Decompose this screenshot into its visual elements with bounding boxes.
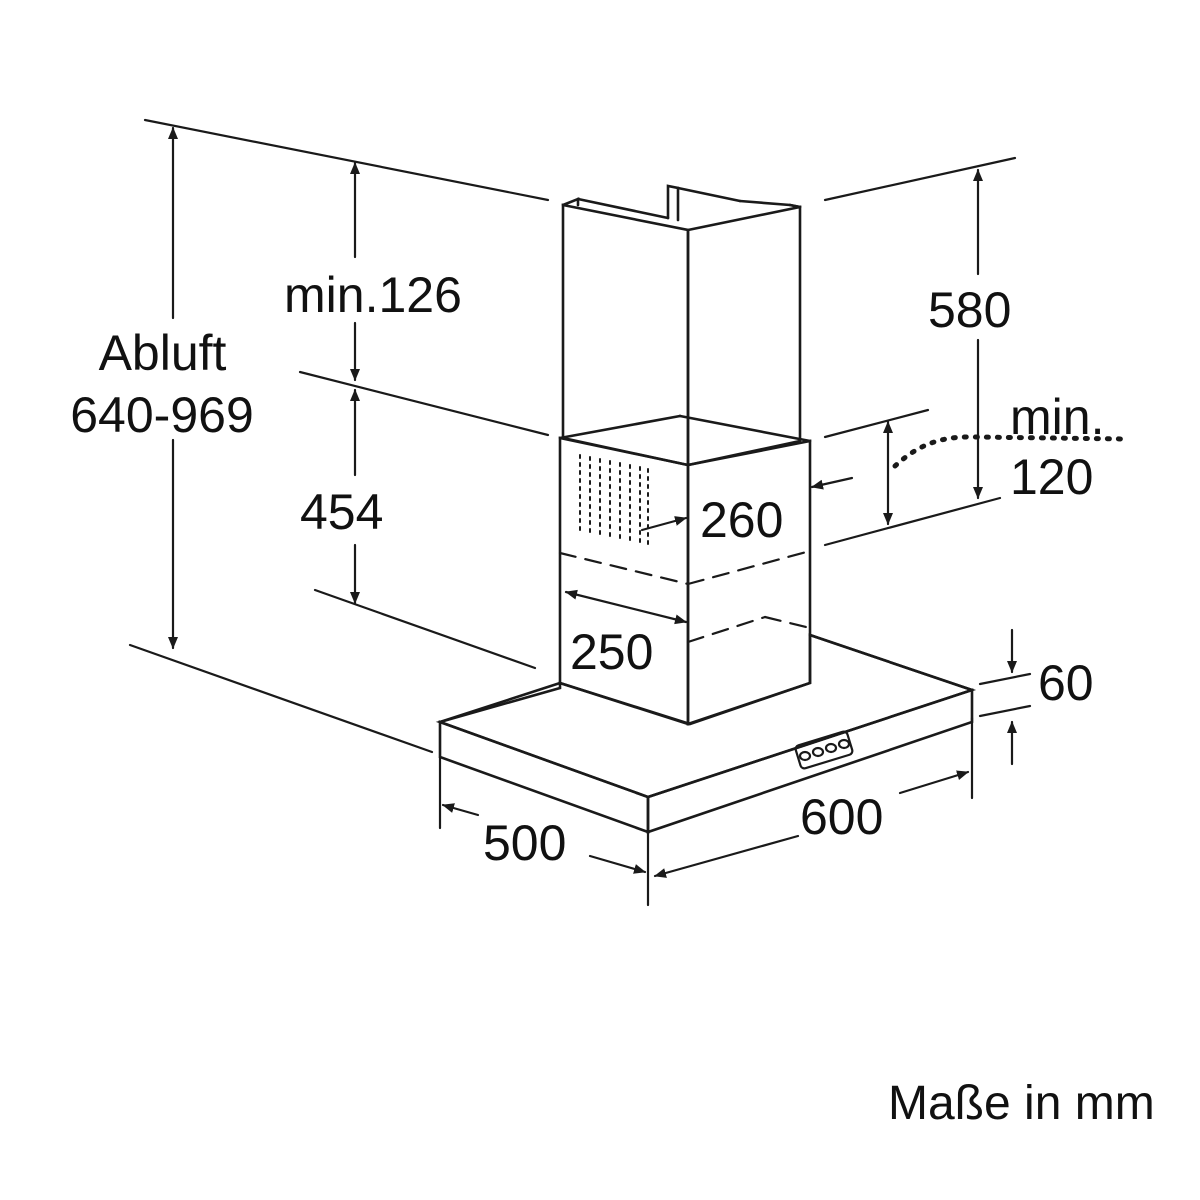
lower-chimney-height-label: 454 [300, 484, 384, 540]
units-note: Maße in mm [888, 1077, 1155, 1130]
min-side-label: min. [1010, 389, 1105, 445]
hood-canopy [435, 633, 977, 834]
duct-depth-label: 250 [570, 624, 654, 680]
hood-height-label: 60 [1038, 655, 1094, 711]
vent-grille [579, 454, 649, 548]
upper-chimney [561, 184, 802, 467]
min-side-value-label: 120 [1010, 449, 1094, 505]
abluft-range-label: 640-969 [70, 387, 254, 443]
dimension-arrows [168, 126, 1017, 878]
min-upper-label: min.126 [284, 267, 462, 323]
hood-depth-label: 500 [483, 815, 567, 871]
duct-width-label: 260 [700, 492, 784, 548]
control-buttons [794, 730, 854, 770]
abluft-label: Abluft [98, 325, 227, 381]
hood-width-label: 600 [800, 789, 884, 845]
airflow-path [892, 434, 1128, 469]
upper-chimney-height-label: 580 [928, 282, 1012, 338]
